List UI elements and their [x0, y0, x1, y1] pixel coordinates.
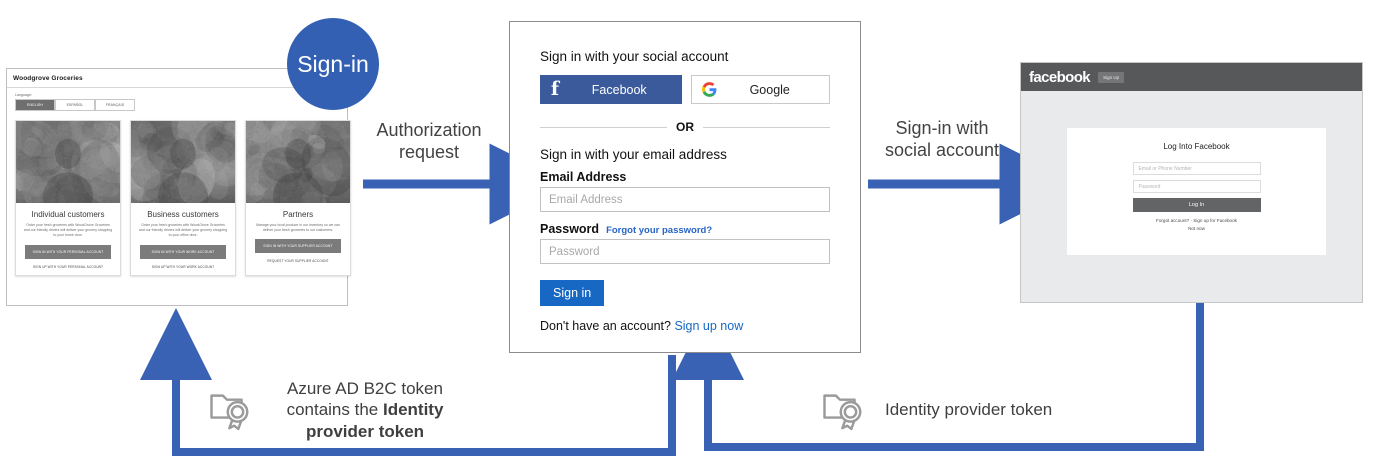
- persona-signup-link[interactable]: REQUEST YOUR SUPPLIER ACCOUNT: [267, 259, 329, 264]
- persona-card-partners: Partners Manage your local produce in ou…: [245, 119, 351, 276]
- facebook-f-icon: f: [550, 78, 560, 100]
- certificate-icon: [818, 381, 870, 438]
- facebook-wordmark: facebook: [1029, 68, 1091, 86]
- facebook-helper-line2[interactable]: Not now: [1188, 226, 1205, 231]
- persona-card-list: Individual customers Order your fresh gr…: [7, 111, 351, 276]
- grocery-shoppers-photo: [16, 120, 120, 203]
- password-input[interactable]: Password: [540, 239, 830, 264]
- facebook-signup-button[interactable]: Sign Up: [1098, 71, 1125, 83]
- azure-token-line3-bold: provider token: [305, 421, 425, 441]
- b2c-email-heading: Sign in with your email address: [540, 147, 727, 162]
- certificate-icon: [205, 381, 257, 438]
- signin-badge-label: Sign-in: [297, 50, 369, 77]
- facebook-button-label: Facebook: [591, 82, 647, 97]
- signin-badge: Sign-in: [287, 18, 379, 110]
- signin-social-line2: social account: [884, 139, 1000, 160]
- password-label-row: Password Forgot your password?: [540, 222, 830, 236]
- persona-card-title: Individual customers: [31, 209, 105, 219]
- language-label: Language:: [15, 93, 32, 97]
- facebook-top-bar: facebook Sign Up: [1021, 63, 1362, 91]
- persona-signin-button[interactable]: SIGN IN WITH YOUR SUPPLIER ACCOUNT: [255, 239, 341, 254]
- divider-line-right: [703, 126, 830, 128]
- persona-signin-button[interactable]: SIGN IN WITH YOUR WORK ACCOUNT: [140, 244, 226, 259]
- azure-token-line2-prefix: contains the: [286, 400, 383, 420]
- farmer-harvest-photo: [246, 120, 350, 203]
- woodgrove-header: Woodgrove Groceries: [7, 69, 347, 88]
- authorization-request-line2: request: [398, 141, 460, 162]
- identity-provider-token-annotation: Identity provider token: [885, 400, 1053, 419]
- azure-token-annotation: Azure AD B2C token contains the Identity…: [250, 378, 480, 442]
- persona-card-body: Order your fresh groceries with WoodGrov…: [23, 222, 113, 238]
- persona-card-body: Order your fresh groceries with WoodGrov…: [138, 222, 228, 238]
- persona-card-title: Partners: [282, 209, 314, 219]
- email-address-input[interactable]: Email Address: [540, 187, 830, 212]
- b2c-social-heading: Sign in with your social account: [540, 49, 729, 64]
- facebook-login-card: Log Into Facebook Email or Phone Number …: [1067, 128, 1326, 255]
- persona-card-title: Business customers: [147, 209, 219, 219]
- signin-social-line1: Sign-in with: [895, 118, 989, 138]
- facebook-signin-button[interactable]: f Facebook: [540, 75, 683, 104]
- facebook-password-input[interactable]: Password: [1132, 180, 1261, 193]
- facebook-login-button[interactable]: Log In: [1132, 198, 1261, 212]
- or-divider-label: OR: [676, 120, 694, 134]
- authorization-request-label: Authorization request: [354, 120, 504, 164]
- persona-signin-button[interactable]: SIGN IN WITH YOUR PERSONAL ACCOUNT: [25, 244, 111, 259]
- woodgrove-app-title: Woodgrove Groceries: [13, 74, 83, 82]
- social-button-row: f Facebook Google: [540, 75, 830, 104]
- persona-card-business: Business customers Order your fresh groc…: [130, 119, 236, 276]
- divider-line-left: [540, 126, 667, 128]
- signin-social-label: Sign-in with social account: [862, 118, 1022, 162]
- language-tab-espanol[interactable]: ESPAÑOL: [55, 98, 95, 111]
- b2c-signin-panel: Sign in with your social account f Faceb…: [509, 21, 861, 353]
- azure-token-line1: Azure AD B2C token: [287, 379, 443, 398]
- google-g-icon: [692, 82, 726, 97]
- language-tab-english[interactable]: ENGLISH: [15, 98, 55, 111]
- store-clerk-photo: [131, 120, 235, 203]
- signup-now-link[interactable]: Sign up now: [674, 319, 744, 333]
- woodgrove-groceries-app: Woodgrove Groceries Language: ENGLISH ES…: [6, 68, 351, 306]
- azure-token-line3: provider token: [250, 421, 480, 442]
- authorization-request-line1: Authorization: [376, 120, 482, 140]
- or-divider: OR: [540, 120, 830, 134]
- persona-card-body: Manage your local produce in our invento…: [256, 222, 340, 232]
- language-selector: Language: ENGLISH ESPAÑOL FRANÇAIS: [7, 88, 347, 111]
- no-account-text: Don't have an account?: [540, 319, 671, 333]
- forgot-password-link[interactable]: Forgot your password?: [606, 225, 713, 236]
- persona-signup-link[interactable]: SIGN UP WITH YOUR PERSONAL ACCOUNT: [32, 264, 104, 269]
- language-tab-list: ENGLISH ESPAÑOL FRANÇAIS: [15, 98, 347, 111]
- language-tab-francais[interactable]: FRANÇAIS: [95, 98, 135, 111]
- facebook-login-panel: facebook Sign Up Log Into Facebook Email…: [1020, 62, 1363, 303]
- facebook-card-title: Log Into Facebook: [1163, 142, 1230, 151]
- email-address-label: Email Address: [540, 170, 627, 184]
- password-label: Password: [540, 222, 600, 236]
- google-button-label: Google: [749, 82, 790, 97]
- facebook-helper-line1[interactable]: Forgot account? · Sign up for Facebook: [1156, 218, 1237, 223]
- persona-signup-link[interactable]: SIGN UP WITH YOUR WORK ACCOUNT: [151, 264, 215, 269]
- azure-token-line2: contains the Identity: [250, 399, 480, 420]
- persona-card-individual: Individual customers Order your fresh gr…: [15, 119, 121, 276]
- signin-submit-button[interactable]: Sign in: [540, 280, 605, 306]
- no-account-row: Don't have an account? Sign up now: [540, 319, 830, 333]
- azure-token-line2-bold: Identity: [382, 400, 444, 420]
- google-signin-button[interactable]: Google: [691, 75, 830, 104]
- facebook-email-input[interactable]: Email or Phone Number: [1132, 162, 1261, 175]
